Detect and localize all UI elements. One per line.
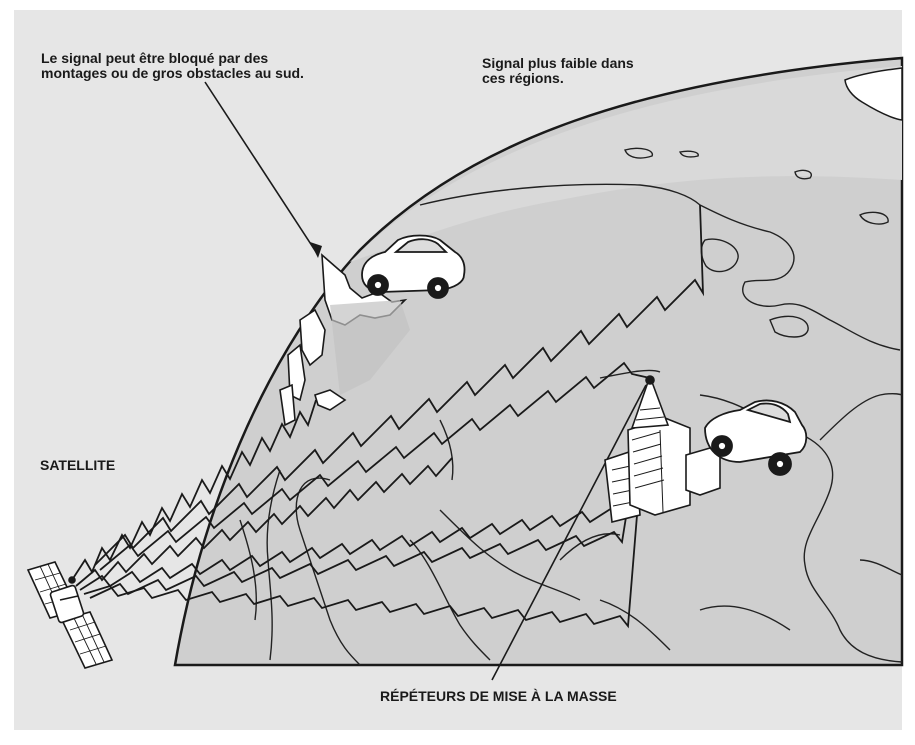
weaker-signal-label: Signal plus faible dans ces régions.	[482, 56, 634, 86]
repeaters-label: RÉPÉTEURS DE MISE À LA MASSE	[380, 689, 617, 704]
satellite-label: SATELLITE	[40, 458, 115, 473]
pointer-blocked-arrow	[310, 242, 322, 258]
pointer-blocked	[205, 82, 318, 255]
blocked-signal-label: Le signal peut être bloqué par des monta…	[41, 51, 304, 81]
